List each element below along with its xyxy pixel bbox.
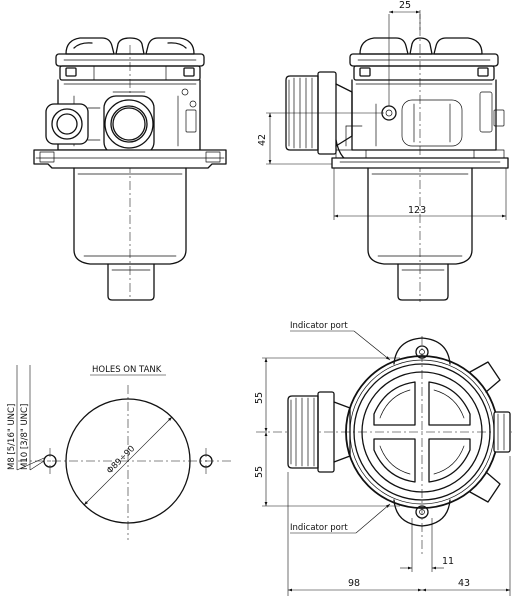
front-bowl [73, 167, 187, 301]
thread-m8-label: M8 [5/16" UNC] [7, 404, 17, 470]
side-bowl [367, 167, 473, 301]
dim-25: 25 [388, 0, 421, 106]
front-side-inlet [45, 103, 101, 145]
dim-98-43: 98 43 [287, 456, 511, 596]
dim-55-lower-label: 55 [254, 466, 265, 478]
dim-43-label: 43 [458, 578, 470, 589]
bolt-hole-right [199, 454, 213, 468]
dim-55-upper: 55 [254, 357, 400, 432]
dim-98-label: 98 [348, 578, 360, 589]
top-view: 55 55 11 98 43 Indicator port [254, 321, 512, 596]
dim-11: 11 [400, 518, 454, 572]
side-view: 25 42 123 [257, 0, 509, 302]
dim-42: 42 [257, 112, 384, 165]
front-main-port [103, 91, 155, 155]
top-cap-lobes [361, 371, 483, 493]
top-left-inlet [287, 391, 351, 473]
side-body [351, 79, 505, 151]
top-ear-tabs [393, 337, 501, 527]
tank-hole-circle [65, 398, 191, 524]
holes-on-tank-title: HOLES ON TANK [92, 365, 162, 375]
side-flange [331, 149, 509, 169]
holes-on-tank-view: HOLES ON TANK Φ89÷90 M8 [5/16" UNC] M10 … [7, 365, 232, 540]
dim-123: 123 [333, 168, 507, 220]
dim-55-upper-label: 55 [254, 392, 265, 404]
front-flange [33, 149, 227, 169]
dim-25-label: 25 [399, 0, 411, 11]
dim-123-label: 123 [408, 205, 426, 216]
indicator-port-top-label: Indicator port [290, 321, 348, 331]
dim-42-label: 42 [257, 134, 268, 146]
side-cap [349, 37, 499, 81]
dim-11-label: 11 [442, 556, 454, 567]
front-view [33, 37, 227, 301]
top-right-outlet [493, 411, 511, 453]
front-cap [55, 37, 205, 81]
indicator-port-callouts: Indicator port Indicator port [290, 321, 391, 534]
thread-m10-label: M10 [3/8" UNC] [20, 404, 30, 470]
dim-55-lower: 55 [254, 432, 400, 507]
hole-diameter-label: Φ89÷90 [105, 444, 137, 476]
indicator-port-bottom-label: Indicator port [290, 523, 348, 533]
